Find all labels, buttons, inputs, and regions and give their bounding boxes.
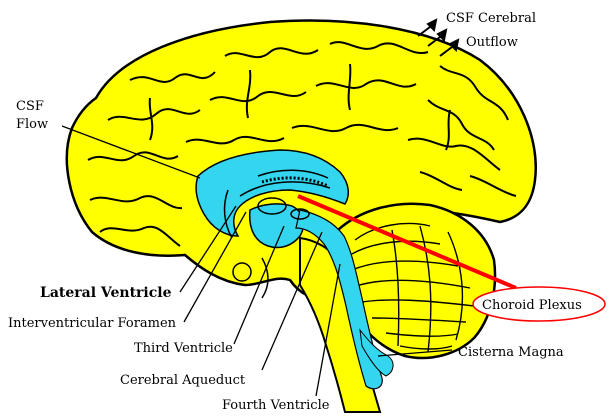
label-lateral-ventricle: Lateral Ventricle — [40, 285, 172, 301]
label-csf-flow-line2: Flow — [16, 117, 48, 132]
cerebral-gyri — [87, 41, 517, 247]
cisterna-magna-space — [359, 328, 394, 377]
label-choroid-plexus: Choroid Plexus — [482, 298, 582, 313]
internal-structures — [223, 169, 331, 299]
leader-lines — [61, 125, 453, 397]
cerebellum-folia — [349, 222, 475, 353]
csf-outflow-arrows — [417, 18, 460, 57]
label-fourth-ventricle: Fourth Ventricle — [222, 398, 330, 413]
choroid-plexus-tissue — [261, 176, 329, 188]
label-csf-cerebral-line2: Outflow — [466, 35, 518, 50]
choroid-plexus-oval — [472, 286, 606, 322]
label-cisterna-magna: Cisterna Magna — [458, 345, 564, 360]
label-csf-cerebral-line1: CSF Cerebral — [446, 11, 536, 26]
choroid-plexus-highlight-line — [297, 194, 517, 290]
label-third-ventricle: Third Ventricle — [134, 341, 233, 356]
label-interventricular-foramen: Interventricular Foramen — [8, 316, 177, 331]
label-cerebral-aqueduct: Cerebral Aqueduct — [120, 373, 246, 388]
csf-channel-aqueduct — [295, 209, 383, 390]
label-csf-flow-line1: CSF — [16, 99, 44, 114]
third-ventricle — [248, 203, 305, 249]
